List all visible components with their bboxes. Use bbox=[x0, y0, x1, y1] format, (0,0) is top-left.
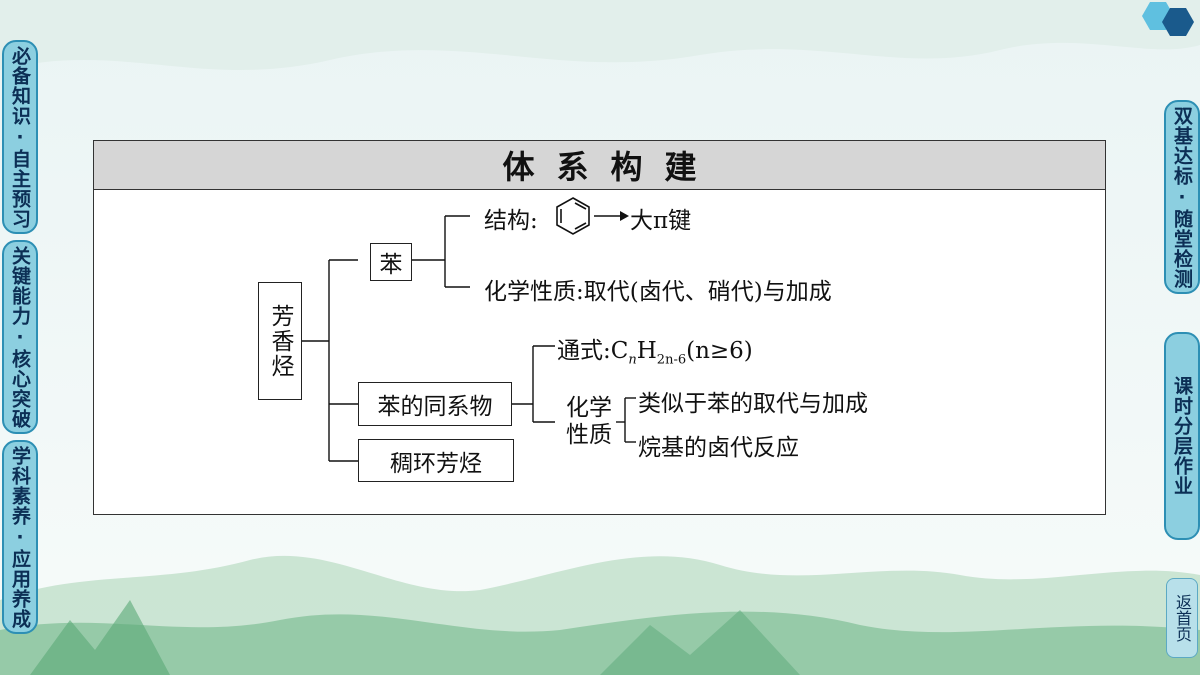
nav-tab-label: 双基达标·随堂检测 bbox=[1171, 105, 1193, 289]
formula-sub: 2n-6 bbox=[656, 352, 687, 368]
chem-item: 类似于苯的取代与加成 bbox=[638, 391, 868, 417]
formula-n: n bbox=[628, 352, 637, 368]
root-node: 芳香烃 bbox=[258, 282, 302, 400]
root-node-label: 芳香烃 bbox=[267, 303, 293, 379]
homologs-label: 苯的同系物 bbox=[377, 394, 493, 420]
benzene-label: 苯 bbox=[379, 252, 403, 278]
nav-tab-preview[interactable]: 必备知识·自主预习 bbox=[2, 40, 38, 234]
fused-ring-label: 稠环芳烃 bbox=[390, 450, 482, 477]
nav-tab-practice[interactable]: 双基达标·随堂检测 bbox=[1164, 100, 1200, 294]
home-button[interactable]: 返首页 bbox=[1166, 578, 1198, 658]
panel-title: 体系构建 bbox=[502, 148, 719, 186]
benzene-structure-suffix: 大π键 bbox=[630, 208, 692, 234]
fused-ring-node: 稠环芳烃 bbox=[358, 439, 514, 482]
nav-tab-key-abilities[interactable]: 关键能力·核心突破 bbox=[2, 240, 38, 434]
home-label: 返首页 bbox=[1173, 594, 1192, 642]
formula-h: H bbox=[636, 338, 657, 364]
benzene-node: 苯 bbox=[370, 243, 412, 281]
benzene-structure-prefix: 结构: bbox=[484, 208, 538, 234]
chem-item: 烷基的卤代反应 bbox=[638, 435, 799, 461]
nav-tab-literacy[interactable]: 学科素养·应用养成 bbox=[2, 440, 38, 634]
formula-condition: (n≥6) bbox=[686, 338, 753, 364]
homologs-node: 苯的同系物 bbox=[358, 382, 512, 426]
panel-header: 体系构建 bbox=[94, 141, 1105, 190]
nav-tab-label: 学科素养·应用养成 bbox=[9, 445, 31, 629]
nav-tab-homework[interactable]: 课时分层作业 bbox=[1164, 332, 1200, 540]
nav-tab-label: 关键能力·核心突破 bbox=[9, 245, 31, 429]
formula-prefix: 通式:C bbox=[557, 338, 629, 364]
nav-tab-label: 课时分层作业 bbox=[1171, 376, 1193, 496]
chem-property-label: 化学性质 bbox=[566, 395, 612, 448]
nav-tab-label: 必备知识·自主预习 bbox=[9, 45, 31, 229]
general-formula: 通式:CnH2n-6(n≥6) bbox=[557, 331, 753, 368]
concept-map-panel: 体系构建 bbox=[93, 140, 1106, 515]
benzene-property: 化学性质:取代(卤代、硝代)与加成 bbox=[484, 279, 832, 305]
